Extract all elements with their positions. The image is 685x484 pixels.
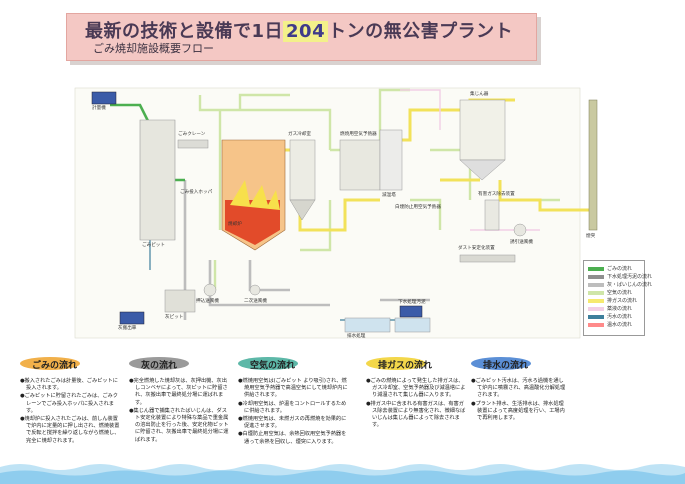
section-wastewater: 排水の流れ ●ごみピット汚水は、汚水ろ過機を通して炉内に噴霧され、高温酸化分解処… bbox=[471, 357, 566, 423]
chimney-label: 煙突 bbox=[586, 234, 596, 239]
ash-pit bbox=[164, 289, 196, 313]
legend-swatch bbox=[588, 298, 604, 303]
wastewater-tank bbox=[394, 317, 431, 333]
page-subtitle: ごみ焼却施設概要フロー bbox=[93, 42, 214, 55]
cooling-hopper bbox=[289, 199, 316, 221]
secondary-fan-icon bbox=[249, 284, 261, 296]
wave-footer bbox=[0, 464, 685, 484]
air-preheater bbox=[339, 139, 381, 191]
legend-swatch bbox=[588, 322, 604, 327]
collector-hopper bbox=[459, 159, 506, 181]
legend-item: 灰・ばいじんの流れ bbox=[588, 281, 652, 288]
forced-fan-icon bbox=[203, 283, 217, 297]
airheater-label: 燃焼用空気予熱器 bbox=[340, 132, 377, 137]
ashpit-label: 灰ピット bbox=[165, 315, 184, 320]
gas-removal-unit bbox=[484, 199, 500, 231]
flame-icon bbox=[230, 180, 280, 210]
legend-swatch bbox=[588, 290, 604, 295]
legend-item: 下水処理汚泥の流れ bbox=[588, 273, 652, 280]
section-exhaust: 排ガスの流れ ●ごみの燃焼によって発生した排ガスは、ガス冷却室、空気予熱器及び減… bbox=[366, 357, 466, 430]
pit-label: ごみピット bbox=[142, 243, 165, 248]
section-garbage: ごみの流れ ●搬入されたごみは計量後、ごみピットに投入されます。 ●ごみピットに… bbox=[20, 357, 120, 446]
title-number: 204 bbox=[283, 21, 329, 42]
section-text: ●ごみピット汚水は、汚水ろ過機を通して炉内に噴霧され、高温酸化分解処理されます。 bbox=[471, 378, 566, 399]
crane-label: ごみクレーン bbox=[178, 132, 206, 137]
tower-label: 減温塔 bbox=[382, 193, 396, 198]
blower2-label: 二次送風機 bbox=[244, 299, 267, 304]
section-ash: 灰の流れ ●完全燃焼した焼却灰は、灰押出機、灰出しコンベヤによって、灰ピットに貯… bbox=[129, 357, 229, 445]
water-treatment-tank bbox=[344, 317, 391, 333]
section-text: ●集じん器で捕集されたばいじんは、ダスト安定化装置により特殊な薬品で重金属の溶出… bbox=[129, 407, 229, 443]
section-badge bbox=[20, 357, 80, 370]
dust-collector bbox=[459, 99, 506, 161]
blower1-label: 押込送風機 bbox=[196, 299, 219, 304]
section-badge bbox=[471, 357, 531, 370]
water-label: 排水処理 bbox=[347, 334, 366, 339]
section-text: ●排ガス中に含まれる有害ガスは、有害ガス除去装置により無害化され、微細なばいじん… bbox=[366, 400, 466, 429]
section-text: ●プラント排水、生活排水は、排水処理装置によって高度処理を行い、工場内で再利用し… bbox=[471, 400, 565, 422]
induced-fan-icon bbox=[513, 223, 527, 237]
cooling-label: ガス冷却室 bbox=[288, 132, 311, 137]
gas-label: 有害ガス除去装置 bbox=[478, 192, 515, 197]
section-text: ●完全燃焼した焼却灰は、灰押出機、灰出しコンベヤによって、灰ピットに貯留され、灰… bbox=[129, 378, 228, 406]
steam-label: 白煙防止用空気予熱器 bbox=[395, 205, 441, 210]
crane-icon bbox=[177, 139, 209, 149]
legend-swatch bbox=[588, 274, 604, 279]
scale-label: 計量機 bbox=[92, 106, 106, 111]
conveyor bbox=[459, 254, 516, 263]
legend-swatch bbox=[588, 266, 604, 271]
legend-item: 汚水の流れ bbox=[588, 313, 632, 320]
legend-item: ごみの流れ bbox=[588, 265, 632, 272]
chemical-lines bbox=[400, 89, 540, 231]
stabilizer-label: ダスト安定化装置 bbox=[458, 246, 495, 251]
section-text: ●焼却炉に投入されたごみは、前しん装置で炉内に定量的に押し出され、燃焼装置で反転… bbox=[20, 416, 120, 444]
fan-label: 誘引送風機 bbox=[510, 240, 533, 245]
filter-label: 集じん器 bbox=[470, 92, 489, 97]
legend-item: 排ガスの流れ bbox=[588, 297, 637, 304]
section-text: ●冷却用空気は、炉温をコントロールするために供給されます。 bbox=[238, 400, 347, 414]
garbage-pit bbox=[139, 119, 176, 241]
section-badge bbox=[366, 357, 426, 370]
section-text: ●ごみの燃焼によって発生した排ガスは、ガス冷却室、空気予熱器及び減温塔により減温… bbox=[366, 378, 466, 399]
section-badge bbox=[238, 357, 298, 370]
hopper-label: ごみ投入ホッパ bbox=[180, 190, 213, 195]
legend-swatch bbox=[588, 306, 604, 311]
legend-item: 温水の流れ bbox=[588, 321, 632, 328]
section-text: ●ごみピットに貯留されたごみは、ごみクレーンでごみ投入ホッパに投入されます。 bbox=[20, 393, 118, 414]
chimney bbox=[588, 99, 598, 231]
furnace-fire bbox=[225, 200, 280, 245]
section-text: ●白煙防止用空気は、余熱回収用空気予熱器を通って余熱を回収し、煙突に入ります。 bbox=[238, 431, 347, 445]
section-text: ●搬入されたごみは計量後、ごみピットに投入されます。 bbox=[20, 378, 118, 392]
gas-cooling-chamber bbox=[289, 139, 316, 201]
section-air: 空気の流れ ●燃焼用空気は(ごみピット より吸引)され、燃焼用空気予熱器で高温空… bbox=[238, 357, 348, 447]
sludge-truck-icon bbox=[399, 305, 423, 318]
truck-label: 灰搬出車 bbox=[118, 326, 137, 331]
cooling-tower bbox=[379, 129, 403, 191]
legend-swatch bbox=[588, 314, 604, 319]
section-text: ●燃焼用空気は、未燃ガスの再燃焼を効果的に促進させます。 bbox=[238, 416, 347, 430]
section-badge bbox=[129, 357, 189, 370]
ash-truck-icon bbox=[119, 311, 145, 325]
furnace-label: 焼却炉 bbox=[228, 222, 242, 227]
legend-item: 薬液の流れ bbox=[588, 305, 632, 312]
flow-legend: ごみの流れ 下水処理汚泥の流れ 灰・ばいじんの流れ 空気の流れ 排ガスの流れ 薬… bbox=[583, 260, 652, 336]
section-text: ●燃焼用空気は(ごみピット より吸引)され、燃焼用空気予熱器で高温空気にして焼却… bbox=[238, 378, 348, 399]
garbage-truck-icon bbox=[91, 91, 117, 105]
sludge-label: 下水処理汚泥 bbox=[398, 300, 426, 305]
legend-item: 空気の流れ bbox=[588, 289, 632, 296]
legend-swatch bbox=[588, 282, 604, 287]
